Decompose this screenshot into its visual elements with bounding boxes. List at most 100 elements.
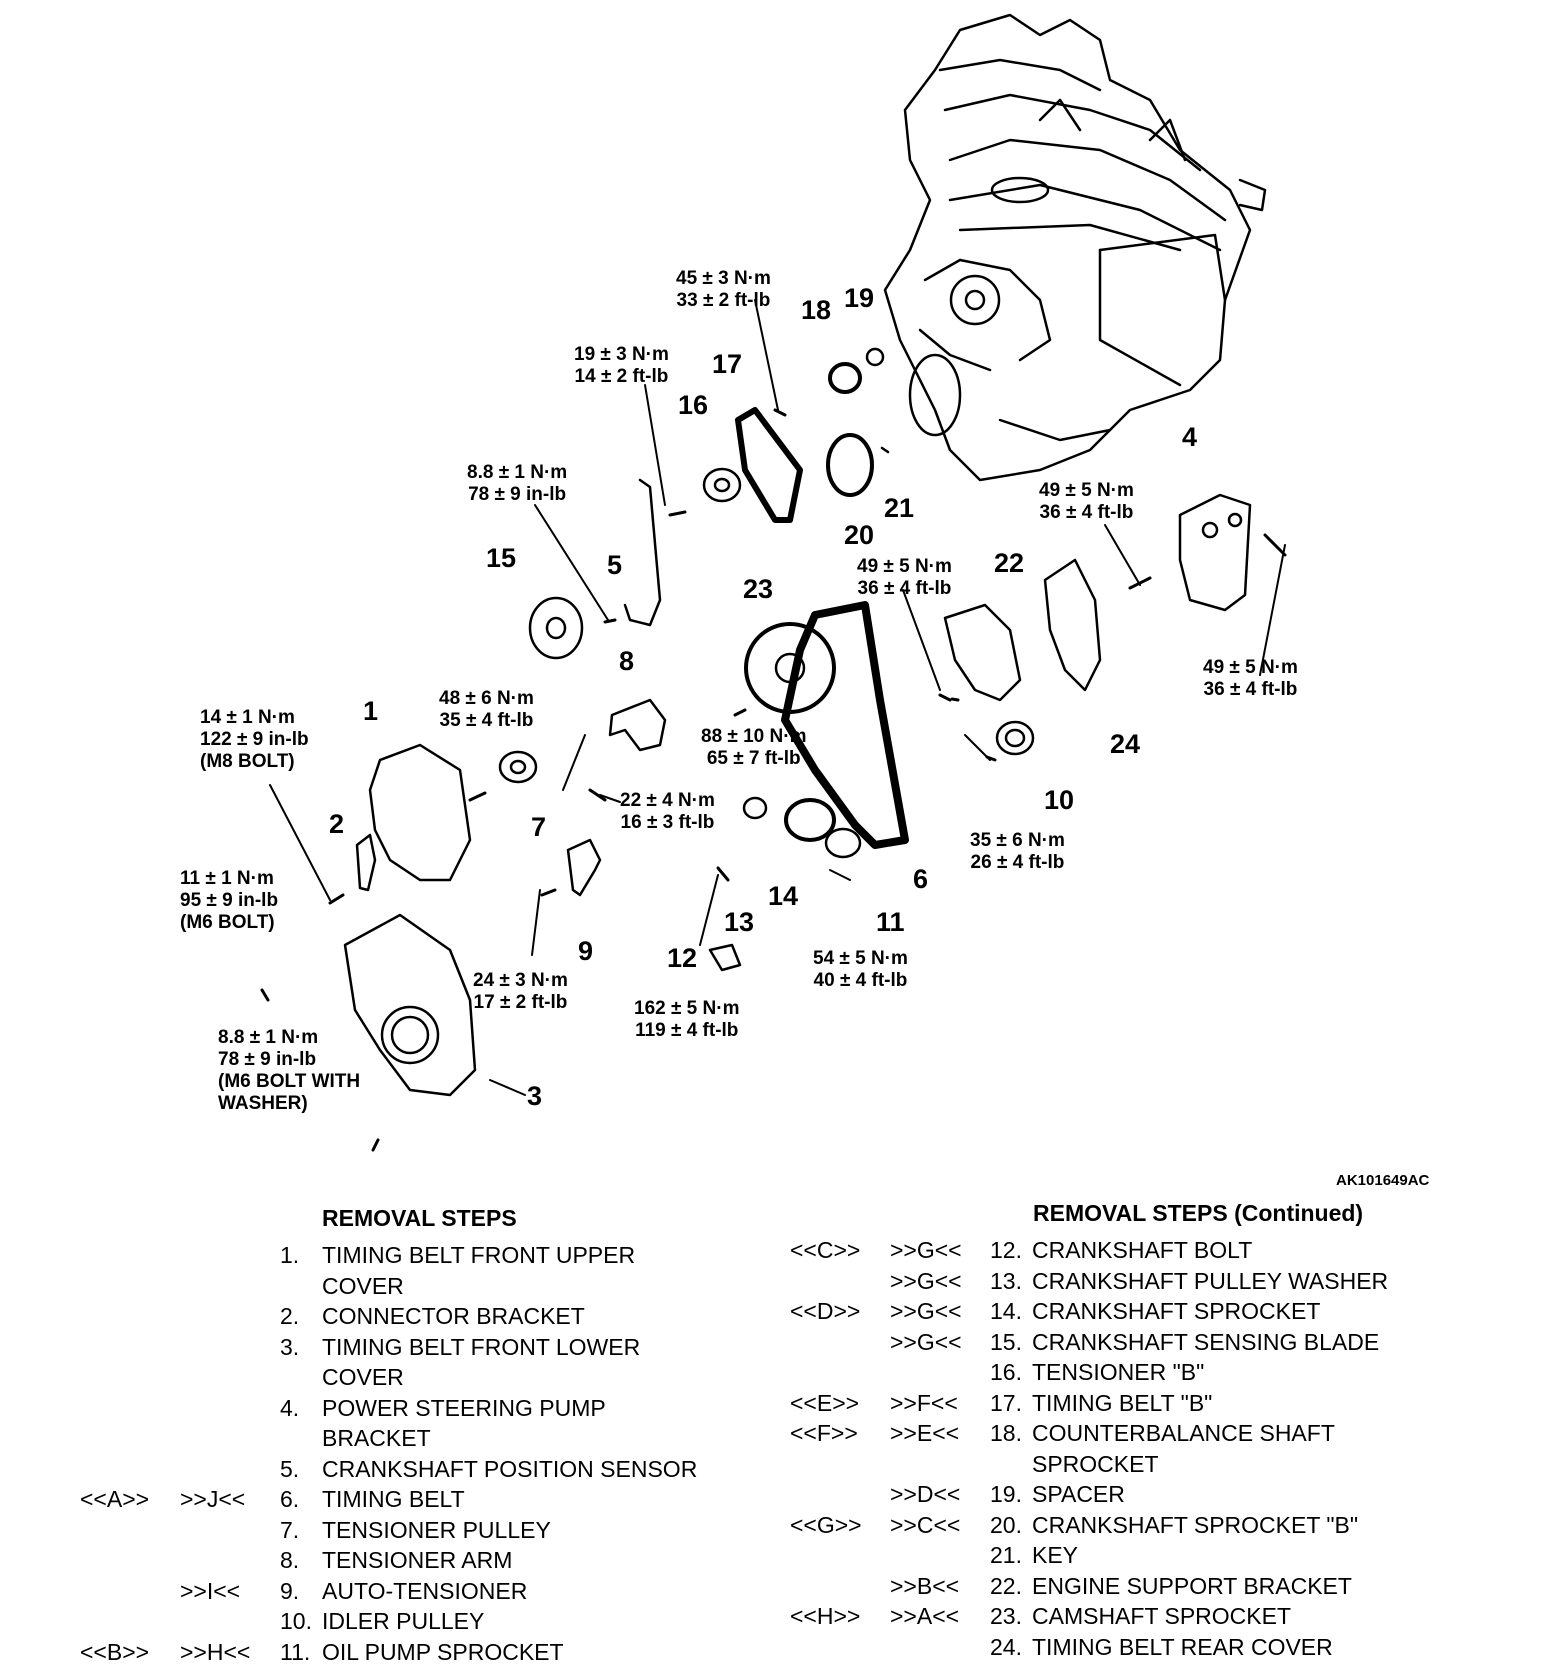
removal-step-row: COVER [80,1362,800,1392]
removal-code-b: >>A<< [890,1603,960,1629]
removal-step-row: >>B<<22.ENGINE SUPPORT BRACKET [790,1571,1510,1601]
callout-20: 20 [844,520,875,550]
callout-21: 21 [884,493,915,523]
step-number: 12. [990,1237,1022,1263]
connector-bracket-illustration [355,833,377,892]
step-number: 4. [280,1394,300,1421]
spacer-illustration [865,347,885,367]
rear-cover-illustration [1043,558,1102,692]
removal-code-b: >>H<< [180,1638,251,1665]
step-text: CRANKSHAFT SENSING BLADE [1032,1328,1380,1355]
step-number: 10. [280,1608,312,1634]
step-text: COVER [322,1272,404,1299]
step-number: 15. [990,1328,1022,1355]
timing-belt-illustration [781,601,909,849]
removal-step-row: >>G<<13.CRANKSHAFT PULLEY WASHER [790,1266,1510,1296]
upper-cover-illustration [368,743,472,882]
auto-tensioner-illustration [566,838,602,897]
callout-13: 13 [724,907,755,937]
step-number: 18. [990,1420,1022,1446]
removal-code-b: >>C<< [890,1511,961,1538]
callout-16: 16 [678,390,709,420]
callout-8: 8 [619,646,635,676]
removal-code-a: <<H>> [790,1603,861,1629]
step-text: TIMING BELT FRONT UPPER [322,1242,636,1268]
step-text: TIMING BELT REAR COVER [1032,1633,1333,1660]
callout-10: 10 [1044,785,1075,815]
step-number: 3. [280,1333,300,1360]
step-text: CRANKSHAFT SPROCKET [1032,1298,1321,1324]
removal-code-a: <<A>> [80,1486,150,1512]
engine-block-illustration [883,13,1267,482]
removal-step-row: 8. TENSIONER ARM [80,1545,800,1575]
crank-sensor-illustration [623,478,662,627]
step-text: POWER STEERING PUMP [322,1394,606,1421]
tensioner-arm-illustration [608,698,667,752]
callout-23: 23 [743,574,774,604]
step-text: CRANKSHAFT SPROCKET "B" [1032,1511,1359,1538]
removal-step-row: 7.TENSIONER PULLEY [80,1515,800,1545]
removal-code-b: >>G<< [890,1267,962,1294]
callout-9: 9 [578,936,594,966]
removal-code-b: >>B<< [890,1572,960,1599]
removal-code-b: >>E<< [890,1420,960,1446]
removal-step-row: <<G>>>>C<<20.CRANKSHAFT SPROCKET "B" [790,1510,1510,1540]
removal-step-row: 2.CONNECTOR BRACKET [80,1301,800,1331]
removal-step-row: COVER [80,1271,800,1301]
step-text: BRACKET [322,1425,431,1451]
step-text: OIL PUMP SPROCKET [322,1638,564,1665]
step-text: COUNTERBALANCE SHAFT [1032,1420,1335,1446]
removal-step-row: <<A>>>>J<<6.TIMING BELT [80,1484,800,1514]
crank-sprocket-illustration [784,798,836,842]
step-number: 7. [280,1516,300,1543]
oil-pump-sprocket-illustration [824,827,862,859]
callout-12: 12 [667,943,698,973]
callout-2: 2 [329,809,345,839]
removal-step-row: <<C>>>>G<<12.CRANKSHAFT BOLT [790,1235,1510,1265]
step-number: 1. [280,1242,300,1268]
engine-support-bracket-illustration [943,603,1022,702]
step-number: 2. [280,1303,300,1329]
step-number: 8. [280,1547,300,1573]
step-text: TENSIONER ARM [322,1547,513,1573]
callout-7: 7 [531,812,547,842]
removal-step-row: <<B>>>>H<<11.OIL PUMP SPROCKET [80,1637,800,1667]
callout-6: 6 [913,864,929,894]
removal-step-row: >>I<<9.AUTO-TENSIONER [80,1576,800,1606]
step-text: TENSIONER "B" [1032,1359,1205,1385]
removal-step-row: 3. TIMING BELT FRONT LOWER [80,1332,800,1362]
removal-code-b: >>G<< [890,1328,962,1355]
removal-step-row: <<E>>>>F<<17.TIMING BELT "B" [790,1388,1510,1418]
removal-step-row: 16.TENSIONER "B" [790,1357,1510,1387]
removal-step-row: 5.CRANKSHAFT POSITION SENSOR [80,1454,800,1484]
removal-code-a: <<E>> [790,1389,860,1416]
removal-step-row: 4. POWER STEERING PUMP [80,1393,800,1423]
callout-19: 19 [844,283,875,313]
callout-14: 14 [768,881,799,911]
removal-step-row: <<F>> >>E<< 18. COUNTERBALANCE SHAFT [790,1418,1510,1448]
step-text: CRANKSHAFT POSITION SENSOR [322,1455,698,1482]
removal-code-a: <<G>> [790,1511,862,1538]
step-number: 19. [990,1481,1022,1507]
step-text: TIMING BELT [322,1486,465,1512]
exploded-view-drawing [260,13,1287,1152]
step-text: CAMSHAFT SPROCKET [1032,1603,1291,1629]
step-text: CRANKSHAFT PULLEY WASHER [1032,1267,1389,1294]
step-text: SPACER [1032,1481,1125,1507]
removal-step-row: SPROCKET [790,1449,1510,1479]
step-text: TIMING BELT FRONT LOWER [322,1333,641,1360]
step-text: TIMING BELT "B" [1032,1389,1213,1416]
removal-code-b: >>I<< [180,1577,241,1604]
removal-code-a: <<F>> [790,1420,858,1446]
removal-code-b: >>J<< [180,1486,246,1512]
removal-step-row: >>D<<19.SPACER [790,1479,1510,1509]
step-text: AUTO-TENSIONER [322,1577,528,1604]
